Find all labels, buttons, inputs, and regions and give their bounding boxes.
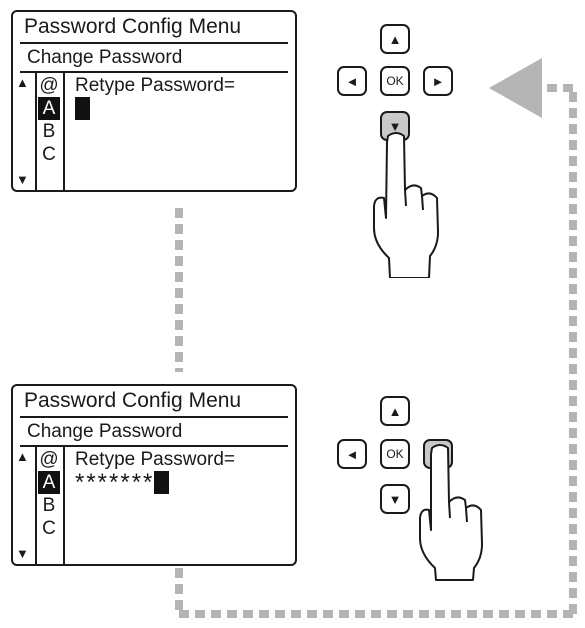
char-item[interactable]: B [42, 495, 56, 516]
hand-pointer-icon [419, 444, 483, 581]
flow-arrow-icon [489, 58, 542, 118]
char-item-selected[interactable]: A [38, 97, 60, 120]
password-value: ******* [75, 469, 155, 496]
ok-button[interactable]: OK [380, 439, 410, 469]
screen-subtitle: Change Password [27, 47, 183, 68]
char-item[interactable]: @ [39, 75, 59, 96]
divider [35, 447, 37, 564]
text-cursor [75, 97, 90, 120]
password-field[interactable]: ******* [75, 469, 170, 496]
ok-button[interactable]: OK [380, 66, 410, 96]
char-item[interactable]: C [42, 144, 56, 165]
up-button[interactable]: ▲ [380, 396, 410, 426]
divider [20, 445, 288, 447]
scroll-up-icon: ▲ [16, 75, 29, 90]
divider [20, 71, 288, 73]
char-item[interactable]: @ [39, 449, 59, 470]
screen-title: Password Config Menu [24, 389, 242, 412]
password-field[interactable] [75, 97, 90, 120]
divider [20, 42, 288, 44]
down-button[interactable]: ▼ [380, 484, 410, 514]
scroll-down-icon: ▼ [16, 172, 29, 187]
up-button[interactable]: ▲ [380, 24, 410, 54]
lcd-screen-2: Password Config Menu Change Password ▲ ▼… [11, 384, 297, 566]
hand-pointer-icon [373, 132, 439, 278]
lcd-screen-1: Password Config Menu Change Password ▲ ▼… [11, 10, 297, 192]
char-item-selected[interactable]: A [38, 471, 60, 494]
lcd-body: ▲ ▼ @ A B C Retype Password= ******* [13, 447, 295, 564]
divider [63, 73, 65, 190]
text-cursor [154, 471, 170, 494]
left-button[interactable]: ◄ [337, 439, 367, 469]
char-list: @ A B C [38, 74, 60, 166]
field-label: Retype Password= [75, 449, 235, 470]
screen-title: Password Config Menu [24, 15, 242, 38]
screen-subtitle: Change Password [27, 421, 183, 442]
char-list: @ A B C [38, 448, 60, 540]
scroll-up-icon: ▲ [16, 449, 29, 464]
field-label: Retype Password= [75, 75, 235, 96]
divider [35, 73, 37, 190]
divider [63, 447, 65, 564]
divider [20, 416, 288, 418]
scroll-down-icon: ▼ [16, 546, 29, 561]
left-button[interactable]: ◄ [337, 66, 367, 96]
char-item[interactable]: C [42, 518, 56, 539]
lcd-body: ▲ ▼ @ A B C Retype Password= [13, 73, 295, 190]
right-button[interactable]: ► [423, 66, 453, 96]
char-item[interactable]: B [42, 121, 56, 142]
